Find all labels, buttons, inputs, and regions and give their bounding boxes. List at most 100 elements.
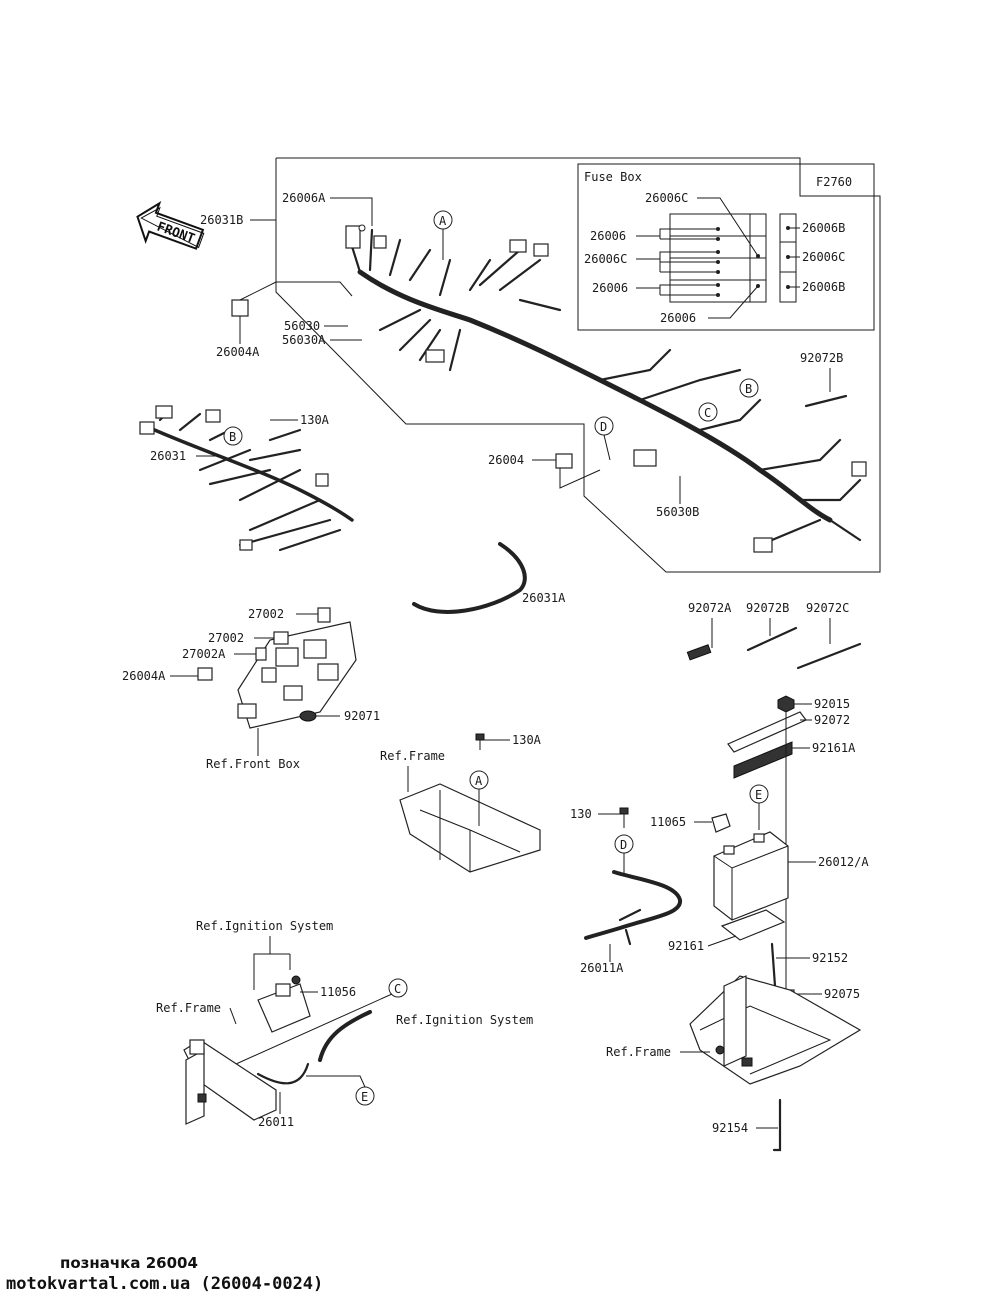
grommet-92071 [299,710,317,722]
callout-130A-mid: 130A [512,733,542,747]
callout-92154: 92154 [712,1121,748,1135]
callout-26006A: 26006A [282,191,326,205]
rod-92154 [772,1098,782,1152]
marker-E-bottom: E [355,1086,375,1106]
callout-26031B: 26031B [200,213,243,227]
front-box [197,607,357,729]
fuse-label: 26006 [592,281,628,295]
frame-section-mid [399,783,541,873]
footer-title: позначка 26004 [60,1254,198,1272]
fuse-box: Fuse Box 26006C 26006 26006C 26006 26006… [577,163,875,331]
marker-C-right: C [698,402,718,422]
svg-text:E: E [755,788,762,802]
svg-text:E: E [361,1090,368,1104]
battery-26012A [713,831,789,921]
callout-56030A: 56030A [282,333,326,347]
callout-92072B-top: 92072B [800,351,843,365]
bolt-130A-icon [475,733,485,750]
callout-26004: 26004 [488,453,524,467]
bolt-130-icon [619,807,629,828]
callout-92161: 92161 [668,939,704,953]
sub-harness-26031 [139,405,354,552]
clamp-92072B-top [804,394,848,408]
callout-11065: 11065 [650,815,686,829]
callout-92075: 92075 [824,987,860,1001]
connector-26004A-mid [197,667,213,681]
callout-27002A: 27002A [182,647,226,661]
callout-26011: 26011 [258,1115,294,1129]
callout-92152: 92152 [812,951,848,965]
callout-26004A-top: 26004A [216,345,260,359]
clamp-92072B [746,626,798,652]
marker-A-top: A [433,210,453,230]
svg-text:B: B [745,382,752,396]
fuse-label: 26006B [802,280,845,294]
svg-text:C: C [704,406,711,420]
callout-92015: 92015 [814,697,850,711]
svg-text:A: A [475,774,483,788]
marker-B-right: B [739,378,759,398]
fuse-label: 26006C [802,250,845,264]
footer-site: motokvartal.com.ua (26004-0024) [6,1274,324,1294]
callout-92072B: 92072B [746,601,789,615]
callout-26004A-mid: 26004A [122,669,166,683]
connector-26004 [555,453,573,469]
fuse-box-title: Fuse Box [584,170,642,184]
marker-D-top: D [594,416,614,436]
callout-27002-1: 27002 [248,607,284,621]
fuse-label: 26006C [645,191,688,205]
pad-92161 [720,909,786,941]
bolt-92015-icon [777,695,795,713]
main-harness-26031B [345,224,867,553]
callout-92072C: 92072C [806,601,849,615]
ref-ignition-system-2: Ref.Ignition System [396,1013,533,1027]
callout-56030: 56030 [284,319,320,333]
callout-92072: 92072 [814,713,850,727]
callout-11056: 11056 [320,985,356,999]
connector-26004A-top [231,299,249,317]
pad-92161A [733,741,793,779]
frame-section-left [183,1039,277,1125]
fuse-block-right [779,213,797,303]
callout-27002-2: 27002 [208,631,244,645]
callout-56030B: 56030B [656,505,699,519]
relay-11056 [257,975,311,1033]
fuse-label: 26006 [660,311,696,325]
marker-A-mid: A [469,770,489,790]
svg-text:D: D [620,838,627,852]
svg-text:B: B [229,430,236,444]
terminal-cover-11065 [711,813,731,833]
svg-text:A: A [439,214,447,228]
fuse-label: 26006B [802,221,845,235]
callout-26011A: 26011A [580,961,624,975]
callout-26012A: 26012/A [818,855,869,869]
battery-tray-frame [689,975,862,1085]
marker-D-battery: D [614,834,634,854]
wiring-harness-diagram: F2760 FRONT Fuse Box 26006C 26006 26006C… [122,157,881,1152]
callout-130: 130 [570,807,592,821]
cable-26011 [256,1062,310,1085]
ref-frame-mid: Ref.Frame [380,749,445,763]
callout-26031: 26031 [150,449,186,463]
fuse-label: 26006 [590,229,626,243]
ignition-cable [318,1010,372,1062]
clamp-92072C [796,642,862,670]
ref-front-box: Ref.Front Box [206,757,300,771]
clamp-92072A [686,644,712,661]
ref-ignition-system-1: Ref.Ignition System [196,919,333,933]
cable-26011A [584,870,682,940]
fuse-label: 26006C [584,252,627,266]
svg-text:C: C [394,982,401,996]
front-arrow-icon: FRONT [136,201,205,250]
callout-26031A: 26031A [522,591,566,605]
callout-92071: 92071 [344,709,380,723]
fuse-box-frame [577,163,875,331]
battery-strap-92072 [727,711,807,753]
ref-frame-left: Ref.Frame [156,1001,221,1015]
diagram-code: F2760 [816,175,852,189]
callout-92161A: 92161A [812,741,856,755]
harness-26031A [412,542,527,614]
callout-92072A: 92072A [688,601,732,615]
marker-C-bottom: C [388,978,408,998]
